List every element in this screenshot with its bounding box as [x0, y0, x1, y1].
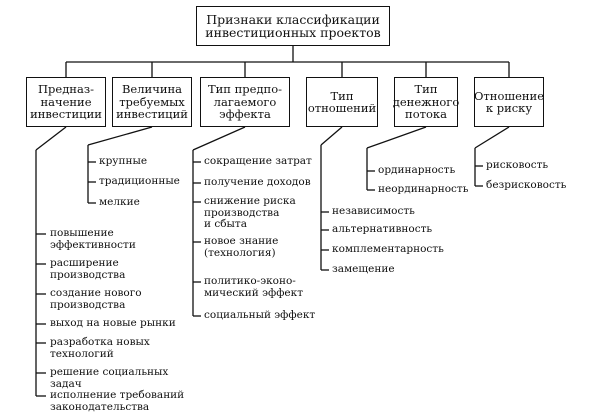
list-item: комплементарность [332, 243, 444, 255]
list-item: выход на новые рынки [50, 317, 176, 329]
list-item: политико-эконо- мический эффект [204, 275, 304, 299]
list-item: независимость [332, 205, 415, 217]
list-item: рисковость [486, 159, 549, 171]
list-item: альтернативность [332, 223, 433, 235]
category-box-investment-size: Величина требуемых инвестиций [112, 77, 192, 127]
category-box-relation-type: Тип отношений [306, 77, 378, 127]
root-box: Признаки классификации инвестиционных пр… [196, 6, 390, 46]
list-item: замещение [332, 263, 395, 275]
list-item: крупные [99, 155, 148, 167]
list-item: расширение производства [50, 257, 126, 281]
list-item: сокращение затрат [204, 155, 312, 167]
list-item: повышение эффективности [50, 227, 136, 251]
list-item: разработка новых технологий [50, 336, 150, 360]
list-item: безрисковость [486, 179, 567, 191]
list-item: новое знание (технология) [204, 235, 279, 259]
list-item: решение социальных задач [50, 366, 169, 390]
category-box-purpose: Предназ- начение инвестиции [26, 77, 106, 127]
category-box-cash-flow-type: Тип денежного потока [393, 77, 459, 127]
list-item: снижение риска производства и сбыта [204, 195, 296, 230]
list-item: мелкие [99, 196, 140, 208]
list-item: традиционные [99, 175, 180, 187]
category-box-effect-type: Тип предпо- лагаемого эффекта [200, 77, 290, 127]
list-item: неординарность [378, 183, 469, 195]
list-item: ординарность [378, 164, 456, 176]
list-item: социальный эффект [204, 309, 316, 321]
list-item: получение доходов [204, 176, 311, 188]
list-item: создание нового производства [50, 287, 142, 311]
list-item: исполнение требований законодательства [50, 389, 185, 413]
category-box-risk-attitude: Отношение к риску [474, 77, 544, 127]
